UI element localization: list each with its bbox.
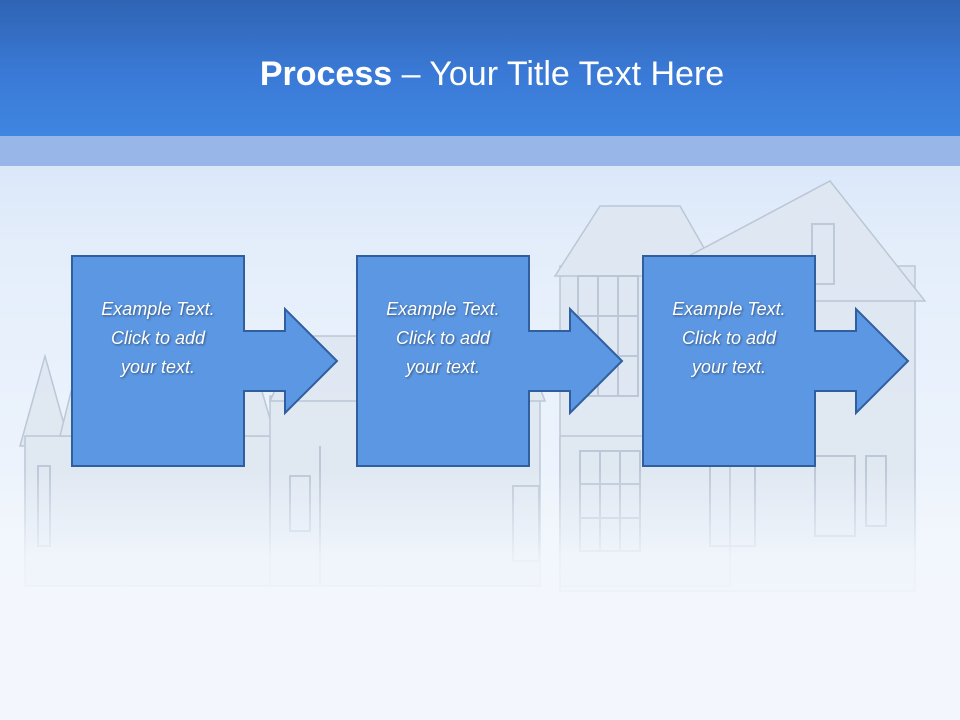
step-arrow-shape [356,255,624,467]
process-step-2[interactable]: Example Text. Click to add your text. [356,255,624,467]
step-text: Example Text. Click to add your text. [672,298,786,377]
ground-fade [0,470,960,720]
title-bold: Process [259,55,393,93]
process-step-3[interactable]: Example Text. Click to add your text. [642,255,910,467]
step-arrow-shape [642,255,910,467]
step-box: Example Text. Click to add your text. [643,256,815,466]
step-text: Example Text. Click to add your text. [101,298,215,377]
step-text: Example Text. Click to add your text. [386,298,500,377]
process-step-1[interactable]: Example Text. Click to add your text. [71,255,339,467]
step-box: Example Text. Click to add your text. [357,256,529,466]
title-underline-band [0,136,960,166]
step-box: Example Text. Click to add your text. [72,256,244,466]
step-arrow-shape [71,255,339,467]
slide-title[interactable]: Process – Your Title Text Here [0,52,960,96]
title-bar [0,0,960,136]
title-rest: – Your Title Text Here [392,55,725,93]
